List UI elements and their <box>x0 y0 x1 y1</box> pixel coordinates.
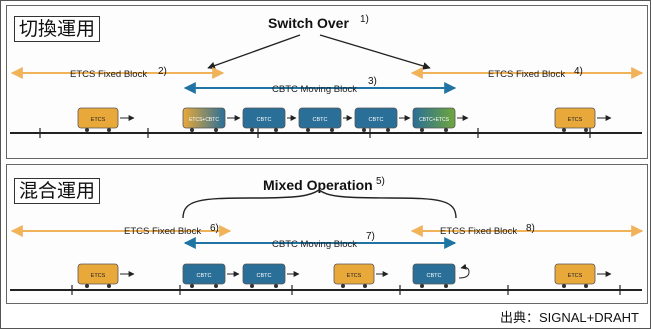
mixed-operation-title: Mixed Operation <box>263 177 373 193</box>
train-label: ETCS <box>347 273 362 279</box>
train-cbtc-top-2: CBTC <box>298 107 342 132</box>
mixed-operation-mode-label: 混合運用 <box>14 178 101 204</box>
switch-pointer-left <box>207 34 301 70</box>
train-label: CBTC <box>313 117 328 123</box>
train-label: CBTC <box>197 273 212 279</box>
train-etcs-top-1: ETCS <box>77 107 135 132</box>
etcs-fixed-block-label-bottom-left: ETCS Fixed Block <box>124 226 201 237</box>
cbtc-moving-block-label-bottom: CBTC Moving Block <box>272 239 357 250</box>
u-turn-arrow-icon <box>458 263 470 279</box>
train-label: CBTC+ETCS <box>419 117 450 123</box>
train-label: ETCS <box>91 273 106 279</box>
cbtc-moving-block-note-top: 3) <box>368 76 377 87</box>
train-label: CBTC <box>257 273 272 279</box>
train-cbtc-top-1: CBTC <box>242 107 286 132</box>
train-label: ETCS+CBTC <box>189 117 219 123</box>
train-label: CBTC <box>257 117 272 123</box>
switch-over-mode-label: 切換運用 <box>14 16 101 42</box>
train-label: CBTC <box>369 117 384 123</box>
train-label: ETCS <box>91 117 106 123</box>
etcs-fixed-block-note-bottom-right: 8) <box>526 223 535 234</box>
switch-over-note: 1) <box>360 14 369 25</box>
train-etcs-bottom-3: ETCS <box>554 263 612 288</box>
cbtc-moving-block-label-top: CBTC Moving Block <box>272 84 357 95</box>
train-label: ETCS <box>568 273 583 279</box>
mixed-operation-section: Mixed Operation 5) ETCS Fixed Block 6) E… <box>10 176 644 295</box>
switch-pointer-right <box>319 34 431 70</box>
track-ties-bottom <box>71 285 621 295</box>
train-cbtc-etcs-top: CBTC+ETCS <box>412 107 456 132</box>
cbtc-moving-block-note-bottom: 7) <box>366 231 375 242</box>
train-cbtc-top-3: CBTC <box>354 107 398 132</box>
etcs-fixed-block-note-bottom-left: 6) <box>210 223 219 234</box>
etcs-fixed-block-label-top-left: ETCS Fixed Block <box>70 69 147 80</box>
switch-over-section: Switch Over 1) ETCS Fixed Block 2) ETCS … <box>10 14 644 138</box>
train-etcs-top-2: ETCS <box>554 107 612 132</box>
train-cbtc-bottom-2: CBTC <box>242 263 300 288</box>
etcs-fixed-block-note-top-right: 4) <box>574 66 583 77</box>
train-label: ETCS <box>568 117 583 123</box>
switch-over-title: Switch Over <box>268 15 349 31</box>
train-etcs-bottom-2: ETCS <box>333 263 389 288</box>
source-credit: 出典：SIGNAL+DRAHT <box>499 310 639 325</box>
train-cbtc-bottom-3: CBTC <box>412 263 470 288</box>
train-etcs-cbtc-top: ETCS+CBTC <box>182 107 226 132</box>
etcs-fixed-block-note-top-left: 2) <box>158 66 167 77</box>
track-ties-top <box>39 128 591 138</box>
etcs-fixed-block-label-bottom-right: ETCS Fixed Block <box>440 226 517 237</box>
etcs-fixed-block-label-top-right: ETCS Fixed Block <box>488 69 565 80</box>
train-cbtc-bottom-1: CBTC <box>182 263 240 288</box>
mixed-operation-note: 5) <box>376 176 385 187</box>
mixed-operation-brace <box>182 189 457 219</box>
train-label: CBTC <box>427 273 442 279</box>
train-etcs-bottom-1: ETCS <box>77 263 135 288</box>
